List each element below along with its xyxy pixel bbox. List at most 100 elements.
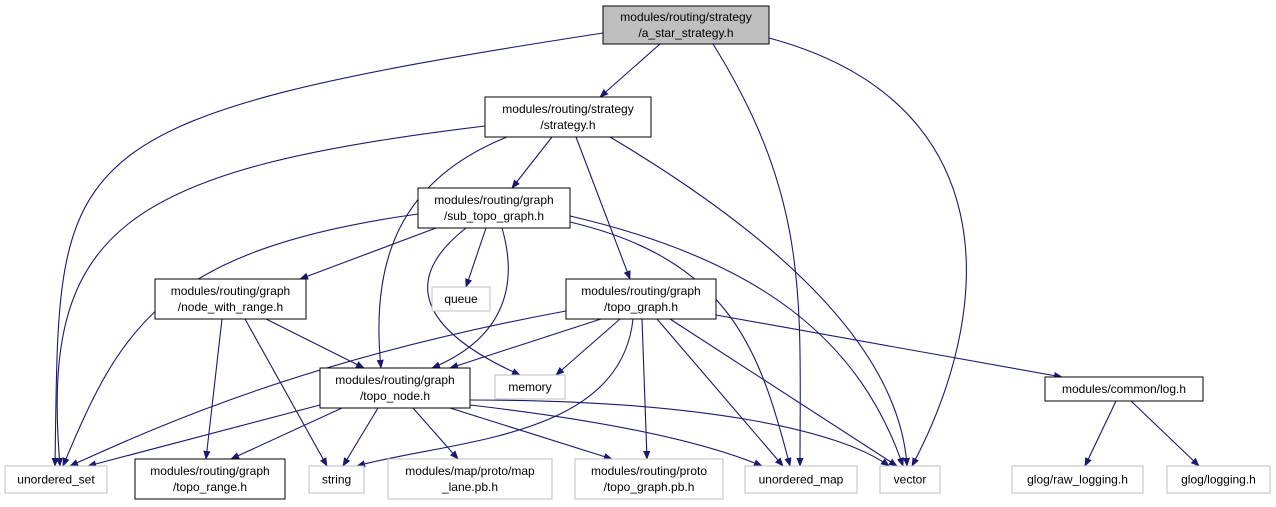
node-topo_graph_pb: modules/routing/proto/topo_graph.pb.h (574, 458, 724, 500)
node-label: /node_with_range.h (178, 300, 283, 314)
node-label: /sub_topo_graph.h (444, 209, 544, 223)
node-raw_logging: glog/raw_logging.h (1011, 465, 1144, 494)
node-box (4, 465, 108, 494)
node-label: /a_star_strategy.h (638, 26, 733, 40)
node-topo_node[interactable]: modules/routing/graph/topo_node.h (319, 367, 471, 409)
edge-sub_topo-to-topo_node (431, 227, 509, 369)
edge-topo_node-to-vector (469, 399, 890, 467)
edge-topo_graph-to-topo_node (449, 318, 602, 369)
edge-node_range-to-topo_node (265, 318, 365, 369)
node-box (154, 278, 307, 320)
node-string: string (308, 465, 365, 494)
edge-topo_graph-to-unordered_set (69, 310, 567, 467)
node-label: vector (894, 473, 927, 487)
edge-sub_topo-to-node_range (299, 227, 437, 280)
edge-log-to-raw_logging (1084, 400, 1117, 467)
edge-a_star-to-unordered_map (712, 43, 804, 467)
node-memory: memory (494, 374, 566, 400)
node-label: modules/routing/strategy (620, 10, 751, 24)
edge-node_range-to-topo_range (203, 318, 223, 460)
edge-strategy-to-sub_topo (511, 136, 553, 189)
node-label: /strategy.h (540, 118, 595, 132)
node-box (602, 5, 770, 45)
node-logging: glog/logging.h (1166, 465, 1271, 494)
node-label: /topo_node.h (360, 389, 430, 403)
node-box (387, 458, 553, 500)
node-label: modules/routing/graph (434, 193, 553, 207)
node-box (565, 278, 717, 320)
edge-log-to-logging (1130, 400, 1200, 467)
edge-topo_node-to-unordered_map (469, 404, 763, 467)
node-label: /topo_range.h (173, 480, 247, 494)
node-label: modules/routing/graph (581, 284, 700, 298)
node-box (744, 465, 858, 494)
node-box (308, 465, 365, 494)
node-box (1011, 465, 1144, 494)
nodes-layer: modules/routing/strategy/a_star_strategy… (4, 5, 1271, 500)
edge-strategy-to-topo_node (376, 136, 508, 369)
node-label: modules/map/proto/map (405, 464, 535, 478)
node-label: glog/logging.h (1181, 473, 1256, 487)
edge-sub_topo-to-vector (569, 215, 904, 467)
node-box (1166, 465, 1271, 494)
edge-topo_graph-to-unordered_map (656, 318, 784, 467)
edge-strategy-to-vector (609, 136, 911, 467)
node-box (879, 465, 941, 494)
edge-a_star-to-unordered_set (51, 32, 604, 467)
node-log[interactable]: modules/common/log.h (1044, 376, 1204, 402)
edge-topo_graph-to-string (356, 318, 634, 468)
node-label: memory (508, 380, 551, 394)
edge-sub_topo-to-unordered_set (62, 213, 419, 467)
node-label: /topo_graph.h (604, 300, 678, 314)
node-label: unordered_map (759, 473, 844, 487)
edge-topo_node-to-topo_graph_pb (449, 407, 613, 461)
node-box (417, 187, 571, 229)
edge-strategy-to-unordered_set (55, 125, 486, 467)
node-label: glog/raw_logging.h (1027, 473, 1128, 487)
node-box (134, 458, 286, 500)
node-map_lane: modules/map/proto/map _lane.pb.h (387, 458, 553, 500)
node-box (484, 96, 652, 138)
node-node_range[interactable]: modules/routing/graph/node_with_range.h (154, 278, 307, 320)
node-label: _lane.pb.h (441, 480, 498, 494)
node-a_star[interactable]: modules/routing/strategy/a_star_strategy… (602, 5, 770, 45)
edge-topo_node-to-topo_range (230, 407, 343, 460)
node-label: modules/routing/graph (171, 284, 290, 298)
edge-topo_node-to-map_lane (412, 407, 459, 460)
node-label: unordered_set (17, 473, 95, 487)
node-queue: queue (431, 286, 491, 312)
edge-sub_topo-to-unordered_map (569, 221, 792, 467)
node-sub_topo[interactable]: modules/routing/graph/sub_topo_graph.h (417, 187, 571, 229)
node-box (574, 458, 724, 500)
node-unordered_set: unordered_set (4, 465, 108, 494)
node-label: modules/routing/graph (335, 373, 454, 387)
node-label: modules/routing/proto (591, 464, 707, 478)
edge-topo_node-to-string (342, 407, 379, 467)
edge-a_star-to-strategy (599, 43, 661, 98)
edge-node_range-to-string (244, 318, 328, 467)
node-topo_range[interactable]: modules/routing/graph/topo_range.h (134, 458, 286, 500)
edge-sub_topo-to-memory (427, 227, 521, 376)
node-vector: vector (879, 465, 941, 494)
edge-sub_topo-to-queue (465, 227, 487, 288)
node-label: queue (444, 292, 478, 306)
edge-topo_graph-to-topo_graph_pb (641, 318, 651, 460)
node-box (494, 374, 566, 400)
edge-topo_node-to-unordered_set (87, 404, 321, 468)
node-label: modules/routing/strategy (502, 102, 633, 116)
node-box (1044, 376, 1204, 402)
node-box (431, 286, 491, 312)
edge-a_star-to-vector (768, 37, 967, 467)
edge-topo_graph-to-memory (555, 318, 621, 376)
edge-topo_graph-to-log (715, 314, 1063, 380)
edge-strategy-to-topo_graph (575, 136, 631, 280)
node-unordered_map: unordered_map (744, 465, 858, 494)
node-label: modules/routing/graph (150, 464, 269, 478)
node-box (319, 367, 471, 409)
node-label: modules/common/log.h (1062, 382, 1186, 396)
node-strategy[interactable]: modules/routing/strategy/strategy.h (484, 96, 652, 138)
node-topo_graph[interactable]: modules/routing/graph/topo_graph.h (565, 278, 717, 320)
node-label: string (322, 473, 351, 487)
